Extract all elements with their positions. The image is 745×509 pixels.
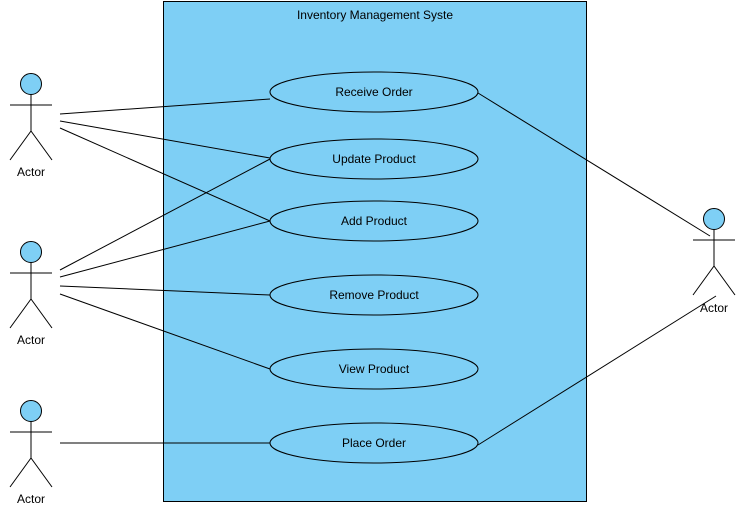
association-a4-uc6[interactable]: [477, 295, 717, 446]
use-case-uc5[interactable]: View Product: [269, 348, 479, 390]
use-case-ellipse: [269, 71, 479, 113]
association-a1-uc2[interactable]: [59, 120, 271, 159]
actor-a1[interactable]: Actor: [9, 73, 53, 180]
use-case-ellipse: [269, 274, 479, 316]
actor-label: Actor: [17, 165, 45, 179]
actor-right-leg: [30, 130, 53, 161]
actor-head: [20, 400, 42, 422]
use-case-label: Add Product: [341, 214, 408, 228]
actor-right-leg: [30, 298, 53, 329]
use-case-label: View Product: [339, 362, 410, 376]
actor-left-leg: [9, 457, 32, 488]
actor-head: [20, 73, 42, 95]
use-case-label: Update Product: [332, 152, 416, 166]
use-case-ellipse: [269, 348, 479, 390]
use-case-uc1[interactable]: Receive Order: [269, 71, 479, 113]
actor-label: Actor: [17, 492, 45, 506]
association-a2-uc3[interactable]: [59, 220, 271, 278]
use-case-label: Remove Product: [329, 288, 419, 302]
actor-label: Actor: [17, 333, 45, 347]
use-case-ellipse: [269, 200, 479, 242]
use-case-uc2[interactable]: Update Product: [269, 138, 479, 180]
association-a1-uc3[interactable]: [59, 127, 271, 222]
actor-right-leg: [30, 457, 53, 488]
actor-head: [20, 241, 42, 263]
use-case-uc6[interactable]: Place Order: [269, 422, 479, 464]
use-case-uc3[interactable]: Add Product: [269, 200, 479, 242]
actor-head: [703, 208, 725, 230]
use-case-label: Place Order: [342, 436, 406, 450]
association-a2-uc2[interactable]: [59, 158, 271, 271]
association-a4-uc1[interactable]: [477, 92, 711, 237]
actor-a4[interactable]: Actor: [692, 208, 736, 316]
actor-a2[interactable]: Actor: [9, 241, 53, 348]
actor-right-leg: [713, 265, 736, 296]
actor-label: Actor: [700, 301, 728, 315]
actor-a3[interactable]: Actor: [9, 400, 53, 507]
association-a2-uc5[interactable]: [59, 293, 271, 370]
association-a2-uc4[interactable]: [59, 285, 271, 296]
actor-left-leg: [692, 265, 715, 296]
actor-left-leg: [9, 298, 32, 329]
actor-left-leg: [9, 130, 32, 161]
use-case-ellipse: [269, 138, 479, 180]
use-case-label: Receive Order: [335, 85, 412, 99]
system-title: Inventory Management Syste: [297, 8, 453, 22]
association-a1-uc1[interactable]: [59, 98, 271, 115]
use-case-uc4[interactable]: Remove Product: [269, 274, 479, 316]
use-case-ellipse: [269, 422, 479, 464]
